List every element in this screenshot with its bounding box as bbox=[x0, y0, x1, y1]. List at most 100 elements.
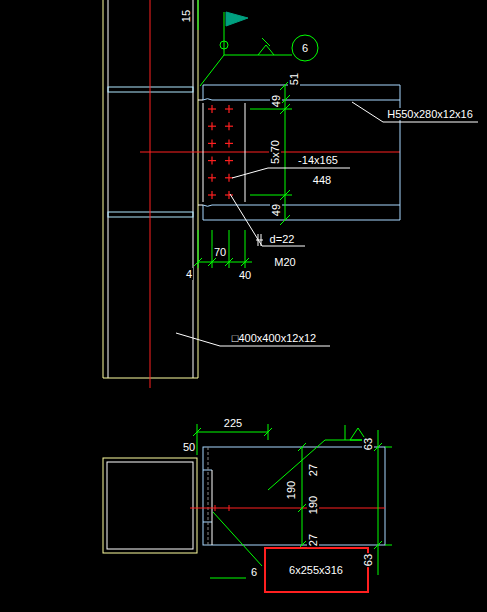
dimension-text: 225 bbox=[223, 417, 243, 429]
bolt-mark bbox=[228, 157, 229, 165]
weld-symbol bbox=[200, 12, 318, 86]
beam-elevation bbox=[212, 100, 400, 101]
center-line bbox=[190, 508, 385, 509]
dimension-line bbox=[198, 262, 252, 263]
shear-plate bbox=[245, 103, 246, 202]
bolt-hole-symbol bbox=[256, 240, 263, 241]
dimension-line bbox=[210, 578, 246, 579]
bolt-mark bbox=[211, 174, 212, 182]
bolt-mark bbox=[225, 174, 233, 182]
bolt-mark bbox=[211, 122, 212, 130]
bolt-mark bbox=[208, 122, 216, 130]
weld-size: 6 bbox=[250, 566, 258, 578]
dimension-line bbox=[374, 443, 382, 451]
column-elevation bbox=[193, 0, 194, 378]
center-line bbox=[229, 505, 230, 511]
bolt-mark bbox=[225, 139, 233, 147]
dimension-line bbox=[241, 258, 249, 266]
dimension-line bbox=[385, 545, 392, 546]
dimension-line bbox=[197, 424, 198, 455]
dimension-text: 27 bbox=[307, 463, 319, 477]
beam-section: H550x280x12x16 bbox=[386, 108, 474, 120]
beam-elevation bbox=[198, 85, 400, 220]
dimension-line bbox=[285, 85, 286, 220]
beam-elevation bbox=[400, 85, 401, 220]
dimension-text: 40 bbox=[238, 269, 252, 281]
beam-elevation bbox=[203, 99, 212, 100]
beam-elevation bbox=[198, 205, 203, 206]
leader-line bbox=[232, 168, 350, 178]
beam-flange-plan bbox=[208, 447, 209, 545]
bolt-mark bbox=[211, 157, 212, 165]
dimension-line bbox=[193, 428, 201, 436]
beam-elevation bbox=[203, 205, 204, 220]
dimension-text: 190 bbox=[307, 495, 319, 515]
center-line bbox=[150, 0, 151, 388]
beam-elevation bbox=[203, 85, 204, 100]
leader-line bbox=[213, 512, 262, 566]
dimension-line bbox=[264, 428, 272, 436]
bolt-mark bbox=[208, 139, 216, 147]
weld-symbol bbox=[220, 41, 228, 49]
center-line bbox=[140, 0, 400, 388]
bolt-mark bbox=[208, 191, 216, 199]
weld-symbol bbox=[200, 55, 292, 86]
bolt-group bbox=[208, 105, 233, 199]
weld-symbol bbox=[345, 425, 346, 440]
bolt-mark bbox=[228, 191, 229, 199]
column-elevation bbox=[108, 0, 109, 378]
bolt-hole-symbol bbox=[256, 234, 263, 246]
plate-size: -14x165 bbox=[297, 154, 339, 166]
center-line bbox=[190, 505, 385, 511]
dimension-text: 63 bbox=[362, 437, 374, 451]
dimension-line bbox=[298, 504, 306, 512]
highlight-box bbox=[265, 548, 368, 592]
bolt-size: M20 bbox=[273, 256, 296, 268]
bolt-mark bbox=[228, 174, 229, 182]
column-elevation bbox=[103, 0, 104, 378]
dimension-text: 49 bbox=[270, 203, 282, 217]
beam-elevation bbox=[203, 220, 400, 221]
dimension-line bbox=[374, 541, 382, 549]
bolt-mark bbox=[208, 157, 216, 165]
dimension-line bbox=[302, 447, 303, 545]
dimension-line bbox=[198, 0, 199, 30]
column-section bbox=[107, 462, 193, 549]
leader-line bbox=[352, 102, 478, 122]
dimension-line bbox=[194, 258, 202, 266]
dimension-text: 4 bbox=[185, 268, 193, 280]
dimension-line bbox=[225, 258, 233, 266]
bolt-hole-size: d=22 bbox=[269, 233, 296, 245]
column-elevation bbox=[198, 0, 199, 378]
beam-elevation bbox=[203, 85, 400, 86]
beam-elevation bbox=[212, 205, 400, 206]
dimension-text: 50 bbox=[182, 441, 196, 453]
plate-size: 6x255x316 bbox=[288, 564, 344, 576]
shear-plate bbox=[203, 103, 245, 202]
beam-elevation bbox=[203, 205, 212, 206]
bolt-mark bbox=[228, 122, 229, 130]
dimension-text: 15 bbox=[180, 9, 192, 23]
bolt-mark bbox=[211, 139, 212, 147]
dimension-line bbox=[298, 443, 306, 451]
bolt-mark bbox=[211, 191, 212, 199]
bolt-mark bbox=[228, 139, 229, 147]
weld-symbol bbox=[292, 35, 318, 61]
dimension-text: 27 bbox=[307, 533, 319, 547]
dimension-text: 63 bbox=[362, 553, 374, 567]
bolt-mark bbox=[208, 174, 216, 182]
dimension-line bbox=[208, 258, 216, 266]
column-section bbox=[103, 458, 197, 553]
bolt-mark bbox=[211, 105, 212, 113]
leader-line bbox=[230, 194, 305, 246]
leader-line bbox=[268, 440, 335, 490]
leader-line bbox=[176, 102, 478, 346]
dimension-line bbox=[378, 430, 379, 575]
dimension-line bbox=[194, 0, 292, 268]
weld-symbol bbox=[226, 12, 248, 26]
shear-plate bbox=[203, 103, 204, 202]
dimension-line bbox=[385, 447, 392, 448]
bolt-mark bbox=[228, 105, 229, 113]
